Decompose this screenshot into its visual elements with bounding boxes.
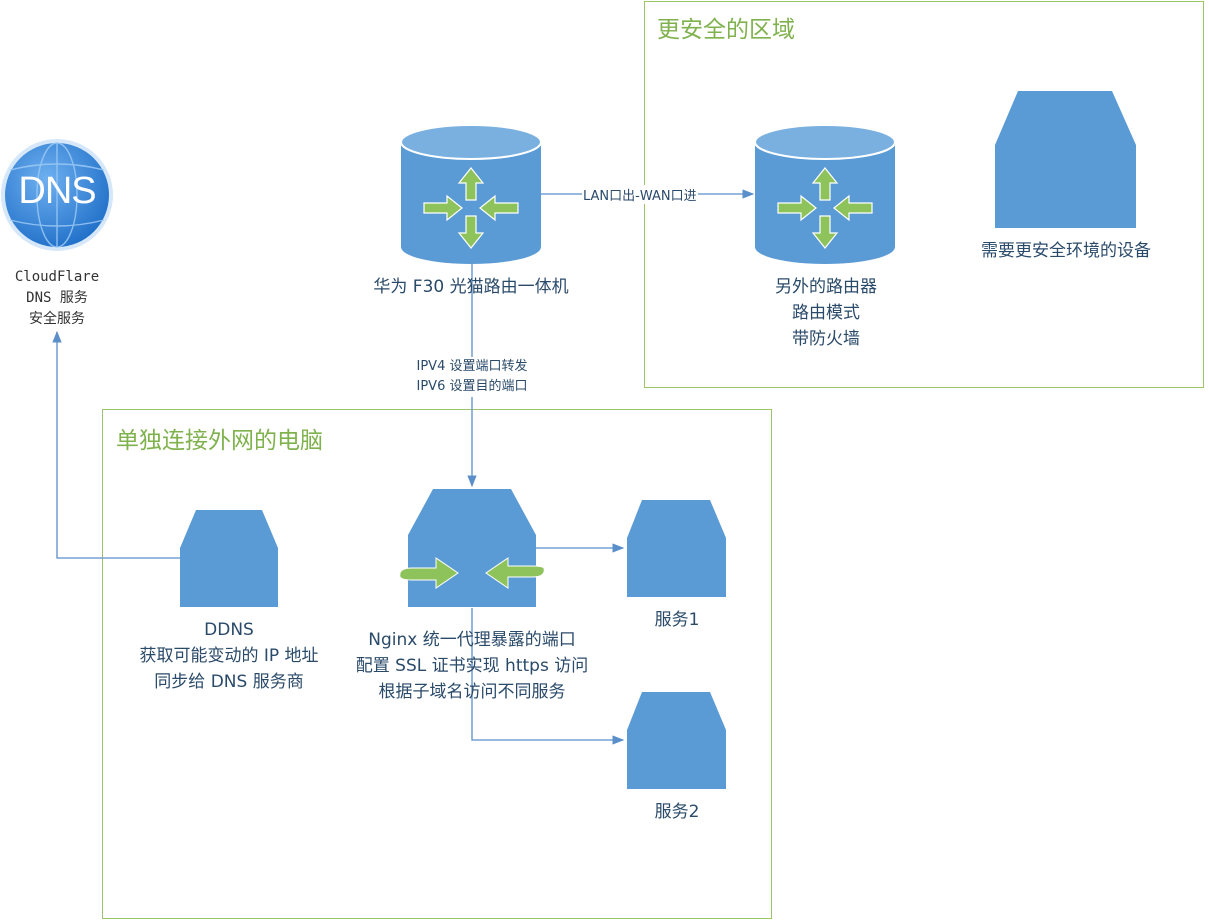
secure-device-icon (995, 91, 1136, 228)
dns-label-line-2: DNS 服务 (26, 290, 88, 306)
dns-label-line-3: 安全服务 (29, 311, 85, 327)
ddns-label: DDNS 获取可能变动的 IP 地址 同步给 DNS 服务商 (108, 617, 350, 695)
ddns-device-icon (180, 510, 278, 607)
pc-zone (102, 409, 772, 919)
modem-label: 华为 F30 光猫路由一体机 (373, 277, 569, 297)
ddns-label-line-1: DDNS (204, 620, 254, 640)
service1-icon (627, 500, 726, 597)
router-label-line-1: 另外的路由器 (775, 277, 877, 297)
connector-ddns-dns (52, 330, 180, 559)
pc-zone-title: 单独连接外网的电脑 (116, 428, 323, 454)
ddns-label-line-3: 同步给 DNS 服务商 (154, 672, 304, 692)
edge-label-lan-wan: LAN口出-WAN口进 (582, 185, 698, 204)
dns-icon-text: DNS (18, 170, 96, 212)
nginx-proxy-icon (399, 489, 545, 607)
secondary-router-icon (754, 124, 896, 264)
router-label-line-2: 路由模式 (792, 303, 860, 323)
secure-zone-title: 更安全的区域 (657, 17, 795, 43)
dns-globe-icon (1, 139, 113, 251)
nginx-label-line-2: 配置 SSL 证书实现 https 访问 (355, 656, 589, 676)
port-forward-line-2: IPV6 设置目的端口 (416, 379, 528, 394)
service2-label: 服务2 (654, 802, 700, 822)
nginx-label: Nginx 统一代理暴露的端口 配置 SSL 证书实现 https 访问 根据子… (330, 627, 614, 705)
router-label-line-3: 带防火墙 (792, 329, 860, 349)
connector-nginx-service2 (471, 608, 625, 745)
nginx-label-line-1: Nginx 统一代理暴露的端口 (368, 630, 576, 650)
port-forward-line-1: IPV4 设置端口转发 (416, 359, 528, 374)
dns-label-line-1: CloudFlare (14, 269, 100, 285)
dns-label: CloudFlare DNS 服务 安全服务 (0, 267, 117, 330)
service1-label: 服务1 (654, 610, 700, 630)
nginx-label-line-3: 根据子域名访问不同服务 (378, 682, 566, 702)
edge-label-port-forward: IPV4 设置端口转发 IPV6 设置目的端口 (386, 357, 558, 397)
router-label: 另外的路由器 路由模式 带防火墙 (740, 274, 912, 352)
ddns-label-line-2: 获取可能变动的 IP 地址 (139, 646, 319, 666)
secure-device-label: 需要更安全环境的设备 (981, 241, 1151, 261)
modem-router-icon (400, 124, 542, 264)
service2-icon (627, 692, 726, 789)
